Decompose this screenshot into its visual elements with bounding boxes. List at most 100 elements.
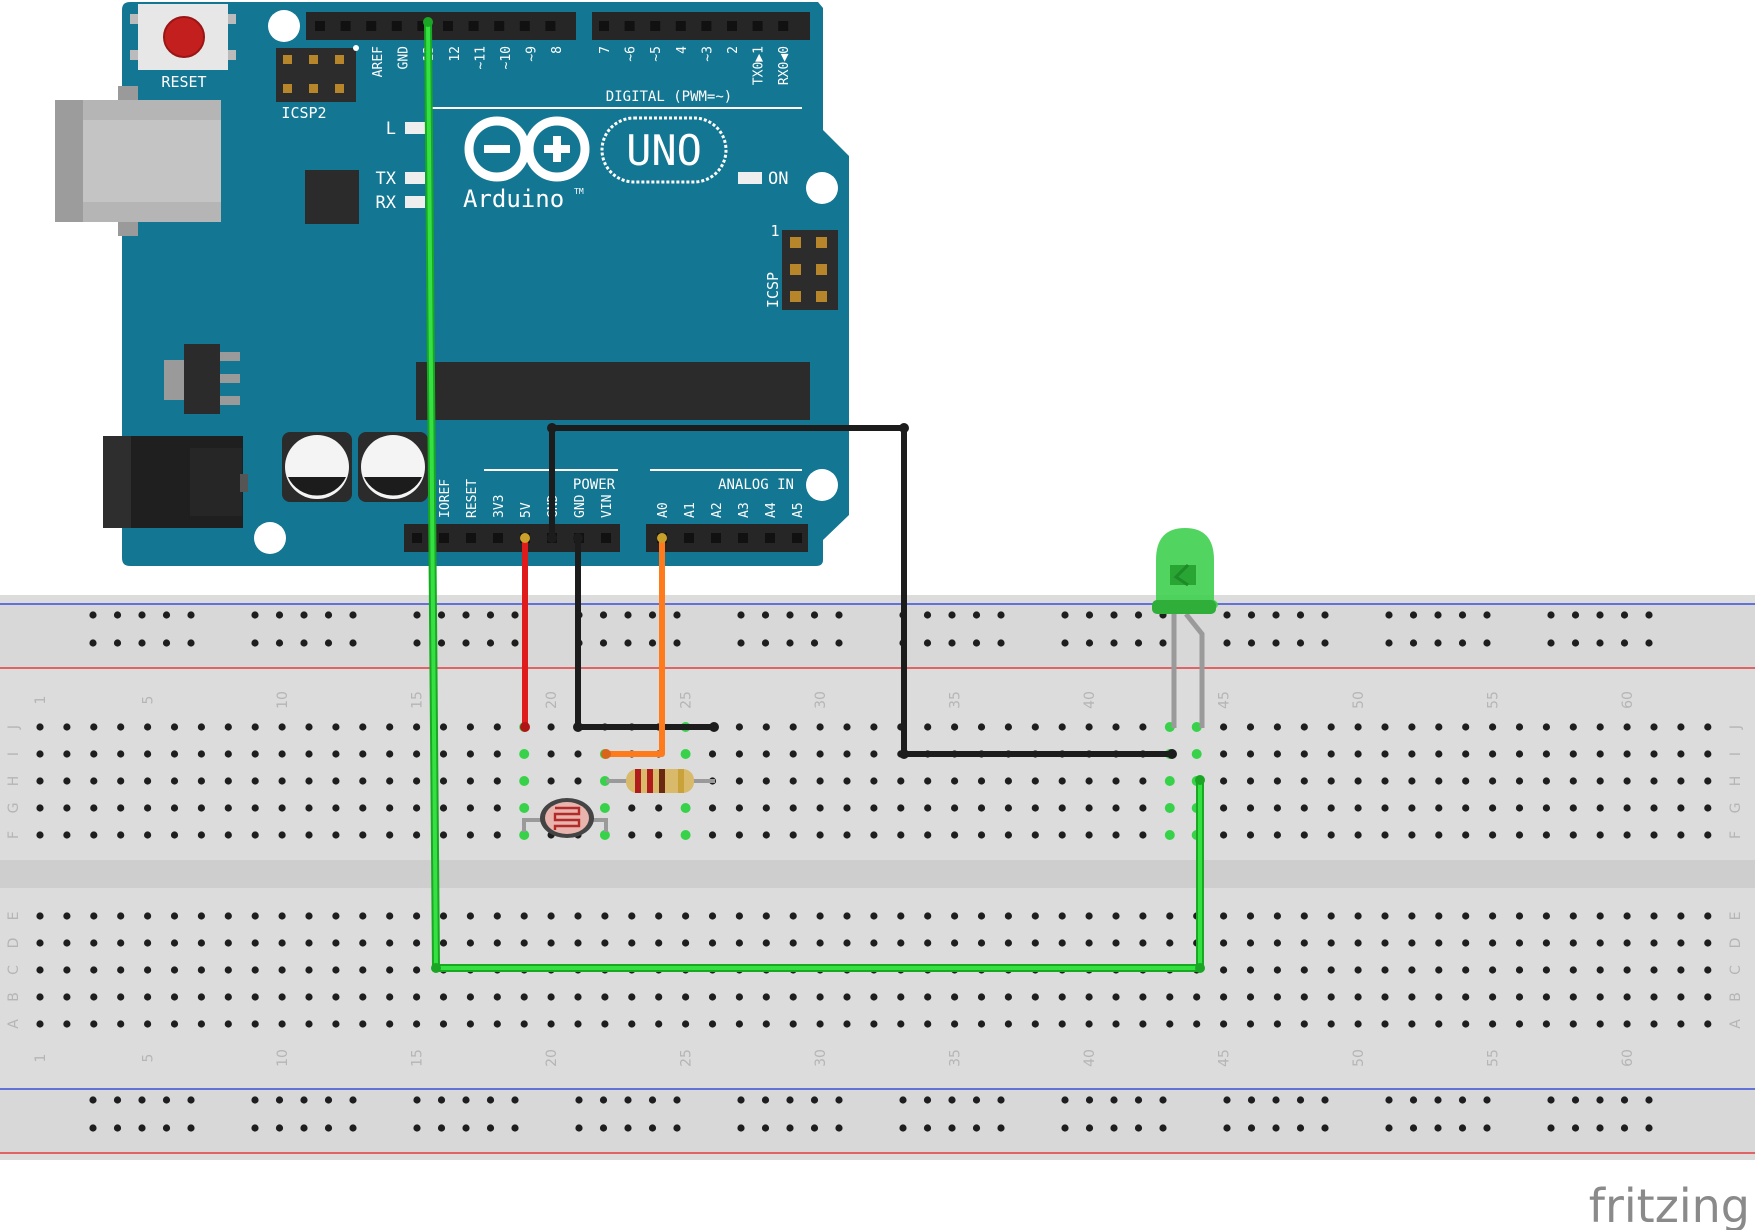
breadboard-hole[interactable] — [1381, 804, 1389, 812]
breadboard-hole[interactable] — [1677, 831, 1685, 839]
breadboard-hole[interactable] — [1677, 966, 1685, 974]
rail-hole[interactable] — [1571, 639, 1580, 647]
breadboard-hole[interactable] — [413, 723, 421, 731]
breadboard-hole[interactable] — [762, 993, 770, 1001]
breadboard-hole[interactable] — [224, 750, 232, 758]
rail-hole[interactable] — [673, 639, 681, 647]
breadboard-hole[interactable] — [708, 939, 717, 947]
breadboard-hole[interactable] — [413, 993, 421, 1001]
rail-hole[interactable] — [300, 639, 308, 647]
rail-hole[interactable] — [1272, 1096, 1280, 1104]
breadboard-hole[interactable] — [439, 750, 448, 758]
breadboard-hole[interactable] — [1112, 831, 1120, 839]
breadboard-hole[interactable] — [117, 750, 125, 758]
rail-hole[interactable] — [1321, 1124, 1329, 1132]
rail-hole[interactable] — [162, 1124, 171, 1132]
breadboard-hole[interactable] — [1273, 831, 1281, 839]
breadboard-hole[interactable] — [1515, 912, 1524, 920]
breadboard-hole[interactable] — [278, 777, 286, 785]
breadboard-hole[interactable] — [924, 777, 932, 785]
rail-hole[interactable] — [1321, 611, 1329, 619]
rail-hole[interactable] — [948, 611, 956, 619]
breadboard-hole[interactable] — [1300, 966, 1308, 974]
breadboard-hole[interactable] — [1704, 1020, 1712, 1028]
breadboard-hole[interactable] — [36, 912, 44, 920]
breadboard-hole[interactable] — [951, 804, 959, 812]
breadboard-hole[interactable] — [870, 750, 878, 758]
breadboard-hole[interactable] — [170, 804, 179, 812]
rail-hole[interactable] — [1645, 611, 1653, 619]
breadboard-hole[interactable] — [1704, 750, 1712, 758]
breadboard-hole[interactable] — [1004, 723, 1013, 731]
breadboard-hole[interactable] — [574, 993, 582, 1001]
breadboard-hole[interactable] — [413, 750, 421, 758]
rail-hole[interactable] — [1134, 1124, 1143, 1132]
breadboard-hole[interactable] — [90, 966, 98, 974]
rail-hole[interactable] — [1247, 1096, 1256, 1104]
breadboard-hole[interactable] — [1327, 750, 1335, 758]
breadboard-hole[interactable] — [170, 777, 179, 785]
rail-hole[interactable] — [89, 1124, 97, 1132]
breadboard-hole[interactable] — [843, 804, 851, 812]
breadboard-hole[interactable] — [547, 750, 555, 758]
breadboard-hole[interactable] — [251, 993, 259, 1001]
breadboard-hole[interactable] — [359, 804, 367, 812]
breadboard-hole[interactable] — [547, 912, 555, 920]
rail-hole[interactable] — [511, 1124, 519, 1132]
breadboard-hole[interactable] — [816, 804, 824, 812]
breadboard-hole[interactable] — [197, 912, 205, 920]
breadboard-hole[interactable] — [251, 939, 259, 947]
breadboard-hole[interactable] — [1058, 804, 1066, 812]
breadboard-hole[interactable] — [117, 939, 125, 947]
breadboard-hole[interactable] — [170, 912, 179, 920]
breadboard-hole[interactable] — [386, 939, 394, 947]
breadboard-hole[interactable] — [305, 831, 313, 839]
breadboard-hole[interactable] — [1112, 993, 1120, 1001]
rail-hole[interactable] — [737, 1096, 745, 1104]
rail-hole[interactable] — [275, 1096, 284, 1104]
rail-hole[interactable] — [1547, 611, 1555, 619]
rail-hole[interactable] — [1085, 611, 1094, 619]
breadboard-hole[interactable] — [90, 777, 98, 785]
breadboard-hole[interactable] — [63, 777, 71, 785]
breadboard-hole[interactable] — [63, 966, 71, 974]
breadboard-hole[interactable] — [144, 831, 152, 839]
breadboard-hole[interactable] — [1085, 777, 1093, 785]
breadboard-hole[interactable] — [762, 777, 770, 785]
breadboard-hole[interactable] — [1031, 939, 1039, 947]
breadboard-hole[interactable] — [1085, 993, 1093, 1001]
breadboard-hole[interactable] — [466, 912, 474, 920]
breadboard-hole[interactable] — [735, 1020, 744, 1028]
breadboard-hole[interactable] — [117, 777, 125, 785]
rail-hole[interactable] — [413, 639, 421, 647]
rail-hole[interactable] — [437, 611, 446, 619]
breadboard-hole[interactable] — [1408, 966, 1416, 974]
breadboard-hole[interactable] — [682, 939, 690, 947]
breadboard-hole[interactable] — [789, 750, 797, 758]
breadboard-hole[interactable] — [36, 777, 44, 785]
breadboard-hole[interactable] — [1623, 912, 1631, 920]
breadboard-hole[interactable] — [1542, 1020, 1550, 1028]
breadboard-hole[interactable] — [386, 993, 394, 1001]
rail-hole[interactable] — [300, 1124, 308, 1132]
breadboard-hole[interactable] — [1273, 750, 1281, 758]
breadboard-hole[interactable] — [789, 993, 797, 1001]
breadboard-hole[interactable] — [870, 804, 878, 812]
breadboard-hole[interactable] — [1542, 723, 1550, 731]
rail-hole[interactable] — [138, 1124, 146, 1132]
breadboard-hole[interactable] — [1273, 1020, 1281, 1028]
breadboard-hole[interactable] — [1220, 804, 1228, 812]
breadboard-hole[interactable] — [413, 939, 421, 947]
breadboard-hole[interactable] — [1085, 1020, 1093, 1028]
breadboard-hole[interactable] — [1489, 993, 1497, 1001]
breadboard-hole[interactable] — [1462, 966, 1470, 974]
rail-hole[interactable] — [1085, 1124, 1094, 1132]
rail-hole[interactable] — [1620, 639, 1629, 647]
breadboard-hole[interactable] — [1408, 750, 1416, 758]
rail-hole[interactable] — [624, 1124, 632, 1132]
breadboard-hole[interactable] — [1489, 1020, 1497, 1028]
breadboard-hole[interactable] — [466, 831, 474, 839]
rail-hole[interactable] — [349, 611, 357, 619]
rail-hole[interactable] — [997, 1124, 1005, 1132]
breadboard-hole[interactable] — [197, 804, 205, 812]
